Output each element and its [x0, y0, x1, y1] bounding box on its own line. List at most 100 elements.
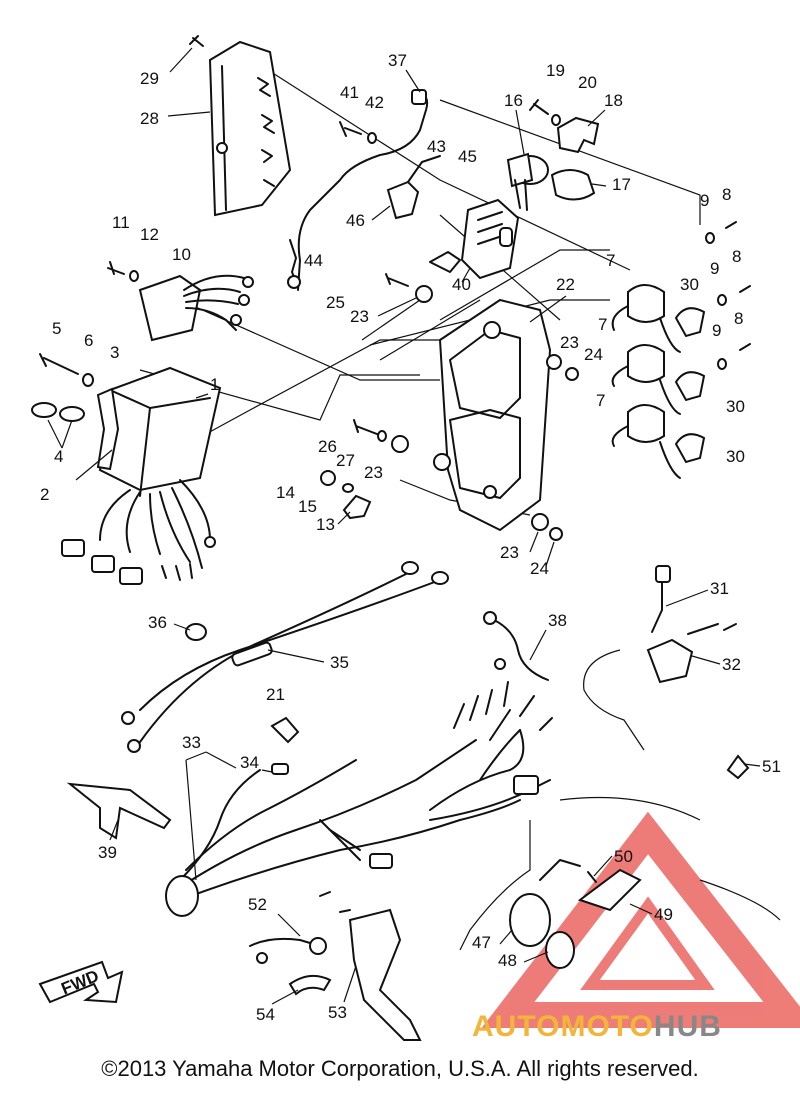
part-47-grommet	[459, 796, 781, 951]
callout-22: 22	[556, 275, 575, 294]
callout-29: 29	[140, 69, 159, 88]
part-38-ground-lead	[483, 611, 549, 681]
part-14-nut	[320, 470, 336, 486]
callout-35: 35	[330, 653, 349, 672]
callout-52: 52	[248, 895, 267, 914]
part-28-cover	[208, 40, 292, 217]
part-24-collar-b	[549, 527, 563, 541]
callout-39: 39	[98, 843, 117, 862]
callout-9c: 9	[712, 321, 721, 340]
part-23-grommet-b	[546, 354, 562, 370]
callout-30c: 30	[726, 447, 745, 466]
callout-7b: 7	[598, 315, 607, 334]
part-11-bolt	[107, 261, 125, 275]
callout-27: 27	[336, 451, 355, 470]
part-13-clip	[342, 494, 372, 520]
callout-4: 4	[54, 447, 63, 466]
part-42-washer	[367, 132, 377, 144]
callout-6: 6	[84, 331, 93, 350]
part-39-bracket	[66, 782, 172, 840]
part-54-clip	[288, 974, 332, 996]
callout-9a: 9	[700, 191, 709, 210]
callout-48: 48	[498, 951, 517, 970]
callout-16: 16	[504, 91, 523, 110]
assembly-guide-lines	[139, 69, 701, 516]
callout-12: 12	[140, 225, 159, 244]
part-7-coil-c	[611, 404, 665, 447]
callout-8b: 8	[732, 247, 741, 266]
part-29-screw	[169, 35, 204, 73]
callout-26: 26	[318, 437, 337, 456]
part-46-connector	[386, 155, 441, 220]
callout-36: 36	[148, 613, 167, 632]
part-49-holder	[577, 868, 642, 912]
callout-50: 50	[614, 847, 633, 866]
part-30-cap-c	[659, 433, 706, 479]
part-36-clip	[185, 623, 207, 641]
callout-3: 3	[110, 343, 119, 362]
callout-21: 21	[266, 685, 285, 704]
part-23-grommet-c	[391, 435, 409, 453]
part-24-collar-a	[565, 367, 579, 381]
part-12-washer	[129, 270, 139, 282]
part-17-fuse-holder	[550, 169, 596, 201]
callout-14: 14	[276, 483, 295, 502]
callout-8c: 8	[734, 309, 743, 328]
callout-2: 2	[40, 485, 49, 504]
callout-47: 47	[472, 933, 491, 952]
part-23-grommet-a	[415, 285, 433, 303]
part-33-main-harness	[165, 681, 553, 917]
part-1-cdi-unit	[61, 366, 222, 585]
callout-43: 43	[427, 137, 446, 156]
part-35-lead-wire	[121, 561, 449, 753]
callout-51: 51	[762, 757, 781, 776]
part-15-washer	[342, 483, 354, 493]
watermark-part1: AUTOMOTO	[472, 1010, 654, 1043]
callout-31: 31	[710, 579, 729, 598]
watermark-text: AUTOMOTOHUB	[472, 1010, 722, 1044]
callout-13: 13	[316, 515, 335, 534]
callout-19: 19	[546, 61, 565, 80]
part-52-switch-lead	[249, 937, 327, 964]
part-27-washer	[377, 430, 387, 442]
callout-18: 18	[604, 91, 623, 110]
callout-40: 40	[452, 275, 471, 294]
callout-7a: 7	[606, 251, 615, 270]
part-16-relay	[506, 152, 549, 211]
callout-8a: 8	[722, 185, 731, 204]
part-7-coil-a	[611, 284, 665, 331]
callout-24b: 24	[530, 559, 549, 578]
part-21-clamp	[270, 716, 300, 744]
callout-leaders	[47, 69, 761, 1005]
callout-54: 54	[256, 1005, 275, 1024]
part-9-washers	[705, 232, 727, 370]
callout-49: 49	[654, 905, 673, 924]
part-51-clip	[726, 754, 750, 780]
part-30-cap-b	[659, 371, 706, 415]
part-32-switch	[583, 623, 737, 751]
callout-46: 46	[346, 211, 365, 230]
part-7-coil-b	[611, 344, 665, 387]
callout-33: 33	[182, 733, 201, 752]
part-8-bolts	[725, 221, 751, 351]
part-4-clamps	[31, 402, 85, 422]
callout-20: 20	[578, 73, 597, 92]
part-18-bracket	[556, 116, 600, 154]
callout-34: 34	[240, 753, 259, 772]
callout-24a: 24	[584, 345, 603, 364]
callout-30b: 30	[726, 397, 745, 416]
part-30-cap-a	[659, 307, 706, 353]
callout-23a: 23	[350, 307, 369, 326]
callout-10: 10	[172, 245, 191, 264]
callout-38: 38	[548, 611, 567, 630]
part-37-lead	[287, 89, 429, 291]
part-40-rectifier	[429, 198, 520, 280]
callout-23c: 23	[364, 463, 383, 482]
callout-23b: 23	[560, 333, 579, 352]
callout-11: 11	[112, 213, 130, 232]
callout-17: 17	[612, 175, 631, 194]
part-25-bolt	[385, 273, 409, 287]
copyright-notice: ©2013 Yamaha Motor Corporation, U.S.A. A…	[101, 1056, 699, 1081]
part-34-tube	[271, 763, 289, 775]
